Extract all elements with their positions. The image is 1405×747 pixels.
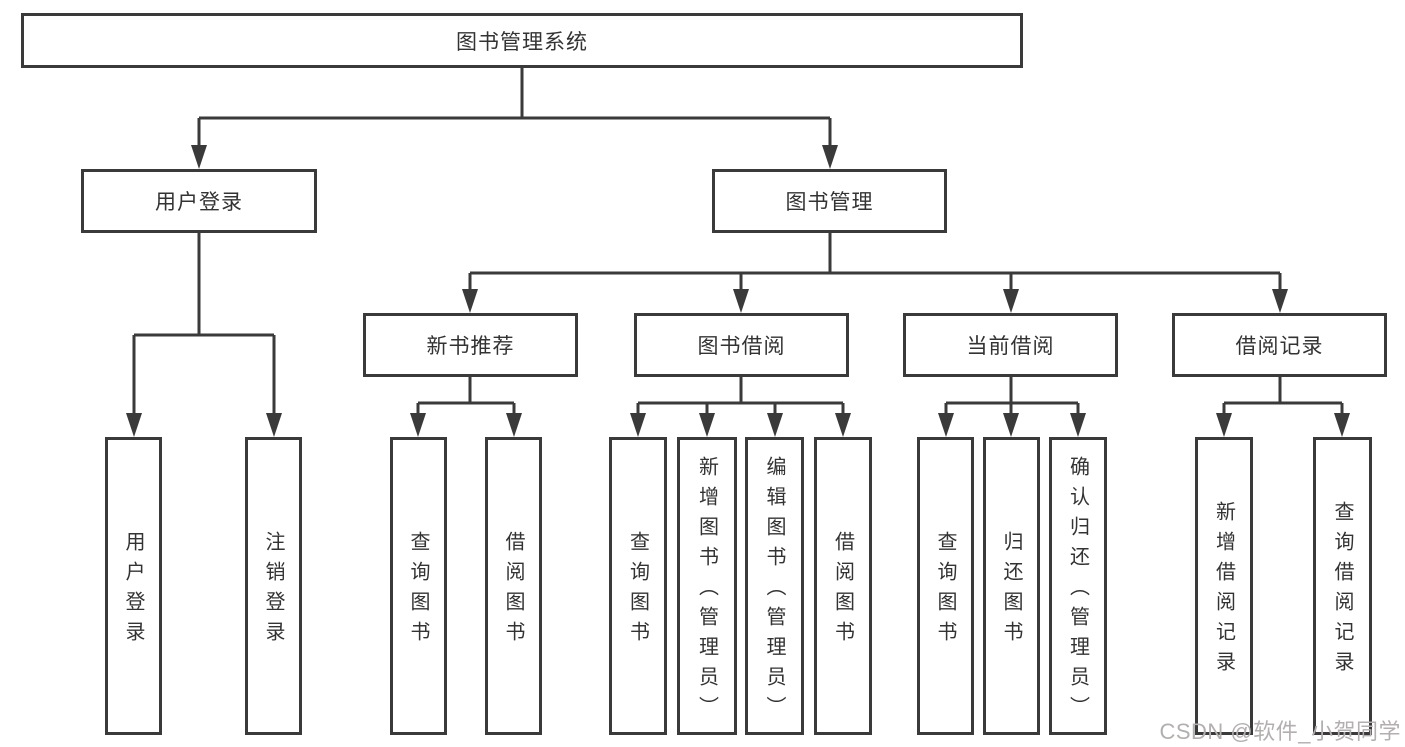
node-leaf-edit-books-admin: 编辑图书（管理员） bbox=[745, 437, 804, 735]
node-book-management: 图书管理 bbox=[712, 169, 947, 233]
node-leaf-confirm-return-admin: 确认归还（管理员） bbox=[1049, 437, 1107, 735]
watermark: CSDN @软件_小贺同学 bbox=[1159, 719, 1401, 744]
node-label: 查询借阅记录 bbox=[1331, 501, 1353, 681]
node-leaf-query-books-borrowing: 查询图书 bbox=[609, 437, 667, 735]
arrowhead-icon bbox=[1216, 413, 1232, 437]
arrowhead-icon bbox=[767, 413, 783, 437]
arrowhead-icon bbox=[1003, 289, 1019, 313]
node-borrowing-records: 借阅记录 bbox=[1172, 313, 1387, 377]
arrowhead-icon bbox=[1334, 413, 1350, 437]
arrowhead-icon bbox=[1070, 413, 1086, 437]
arrowhead-icon bbox=[1272, 289, 1288, 313]
arrowhead-icon bbox=[822, 145, 838, 169]
node-label: 用户登录 bbox=[122, 531, 144, 651]
node-root: 图书管理系统 bbox=[21, 13, 1023, 68]
arrowhead-icon bbox=[733, 289, 749, 313]
node-label: 当前借阅 bbox=[966, 335, 1055, 358]
node-leaf-query-books-recommend: 查询图书 bbox=[390, 437, 447, 735]
node-new-book-recommend: 新书推荐 bbox=[363, 313, 578, 377]
node-label: 新增图书（管理员） bbox=[695, 456, 718, 726]
node-leaf-query-borrow-record: 查询借阅记录 bbox=[1313, 437, 1372, 735]
node-book-borrowing: 图书借阅 bbox=[634, 313, 849, 377]
arrowhead-icon bbox=[410, 413, 426, 437]
arrowhead-icon bbox=[506, 413, 522, 437]
node-label: 新书推荐 bbox=[426, 335, 515, 358]
node-label: 图书管理 bbox=[785, 191, 874, 214]
node-leaf-add-borrow-record: 新增借阅记录 bbox=[1195, 437, 1253, 735]
node-label: 查询图书 bbox=[934, 531, 956, 651]
node-leaf-query-books-current: 查询图书 bbox=[917, 437, 974, 735]
node-leaf-user-login: 用户登录 bbox=[105, 437, 162, 735]
arrowhead-icon bbox=[1003, 413, 1019, 437]
node-label: 用户登录 bbox=[155, 191, 243, 214]
arrowhead-icon bbox=[266, 413, 282, 437]
node-label: 借阅图书 bbox=[502, 531, 524, 651]
node-label: 查询图书 bbox=[407, 531, 429, 651]
node-label: 借阅图书 bbox=[831, 531, 854, 651]
node-label: 查询图书 bbox=[626, 531, 649, 651]
node-label: 确认归还（管理员） bbox=[1066, 456, 1089, 726]
node-current-borrowing: 当前借阅 bbox=[903, 313, 1118, 377]
node-user-login: 用户登录 bbox=[81, 169, 317, 233]
node-leaf-return-books: 归还图书 bbox=[983, 437, 1040, 735]
node-leaf-logout-login: 注销登录 bbox=[245, 437, 302, 735]
node-leaf-borrow-books-recommend: 借阅图书 bbox=[485, 437, 542, 735]
arrowhead-icon bbox=[462, 289, 478, 313]
node-label: 归还图书 bbox=[1000, 531, 1022, 651]
node-label: 注销登录 bbox=[262, 531, 284, 651]
arrowhead-icon bbox=[630, 413, 646, 437]
node-label: 编辑图书（管理员） bbox=[763, 456, 785, 726]
node-label: 借阅记录 bbox=[1235, 335, 1324, 358]
arrowhead-icon bbox=[126, 413, 142, 437]
arrowhead-icon bbox=[191, 145, 207, 169]
node-label: 图书借阅 bbox=[697, 335, 786, 358]
arrowhead-icon bbox=[835, 413, 851, 437]
node-label: 图书管理系统 bbox=[456, 30, 588, 54]
node-label: 新增借阅记录 bbox=[1212, 501, 1235, 681]
arrowhead-icon bbox=[699, 413, 715, 437]
arrowhead-icon bbox=[938, 413, 954, 437]
node-leaf-add-books-admin: 新增图书（管理员） bbox=[677, 437, 737, 735]
node-leaf-borrow-books-borrowing: 借阅图书 bbox=[814, 437, 872, 735]
